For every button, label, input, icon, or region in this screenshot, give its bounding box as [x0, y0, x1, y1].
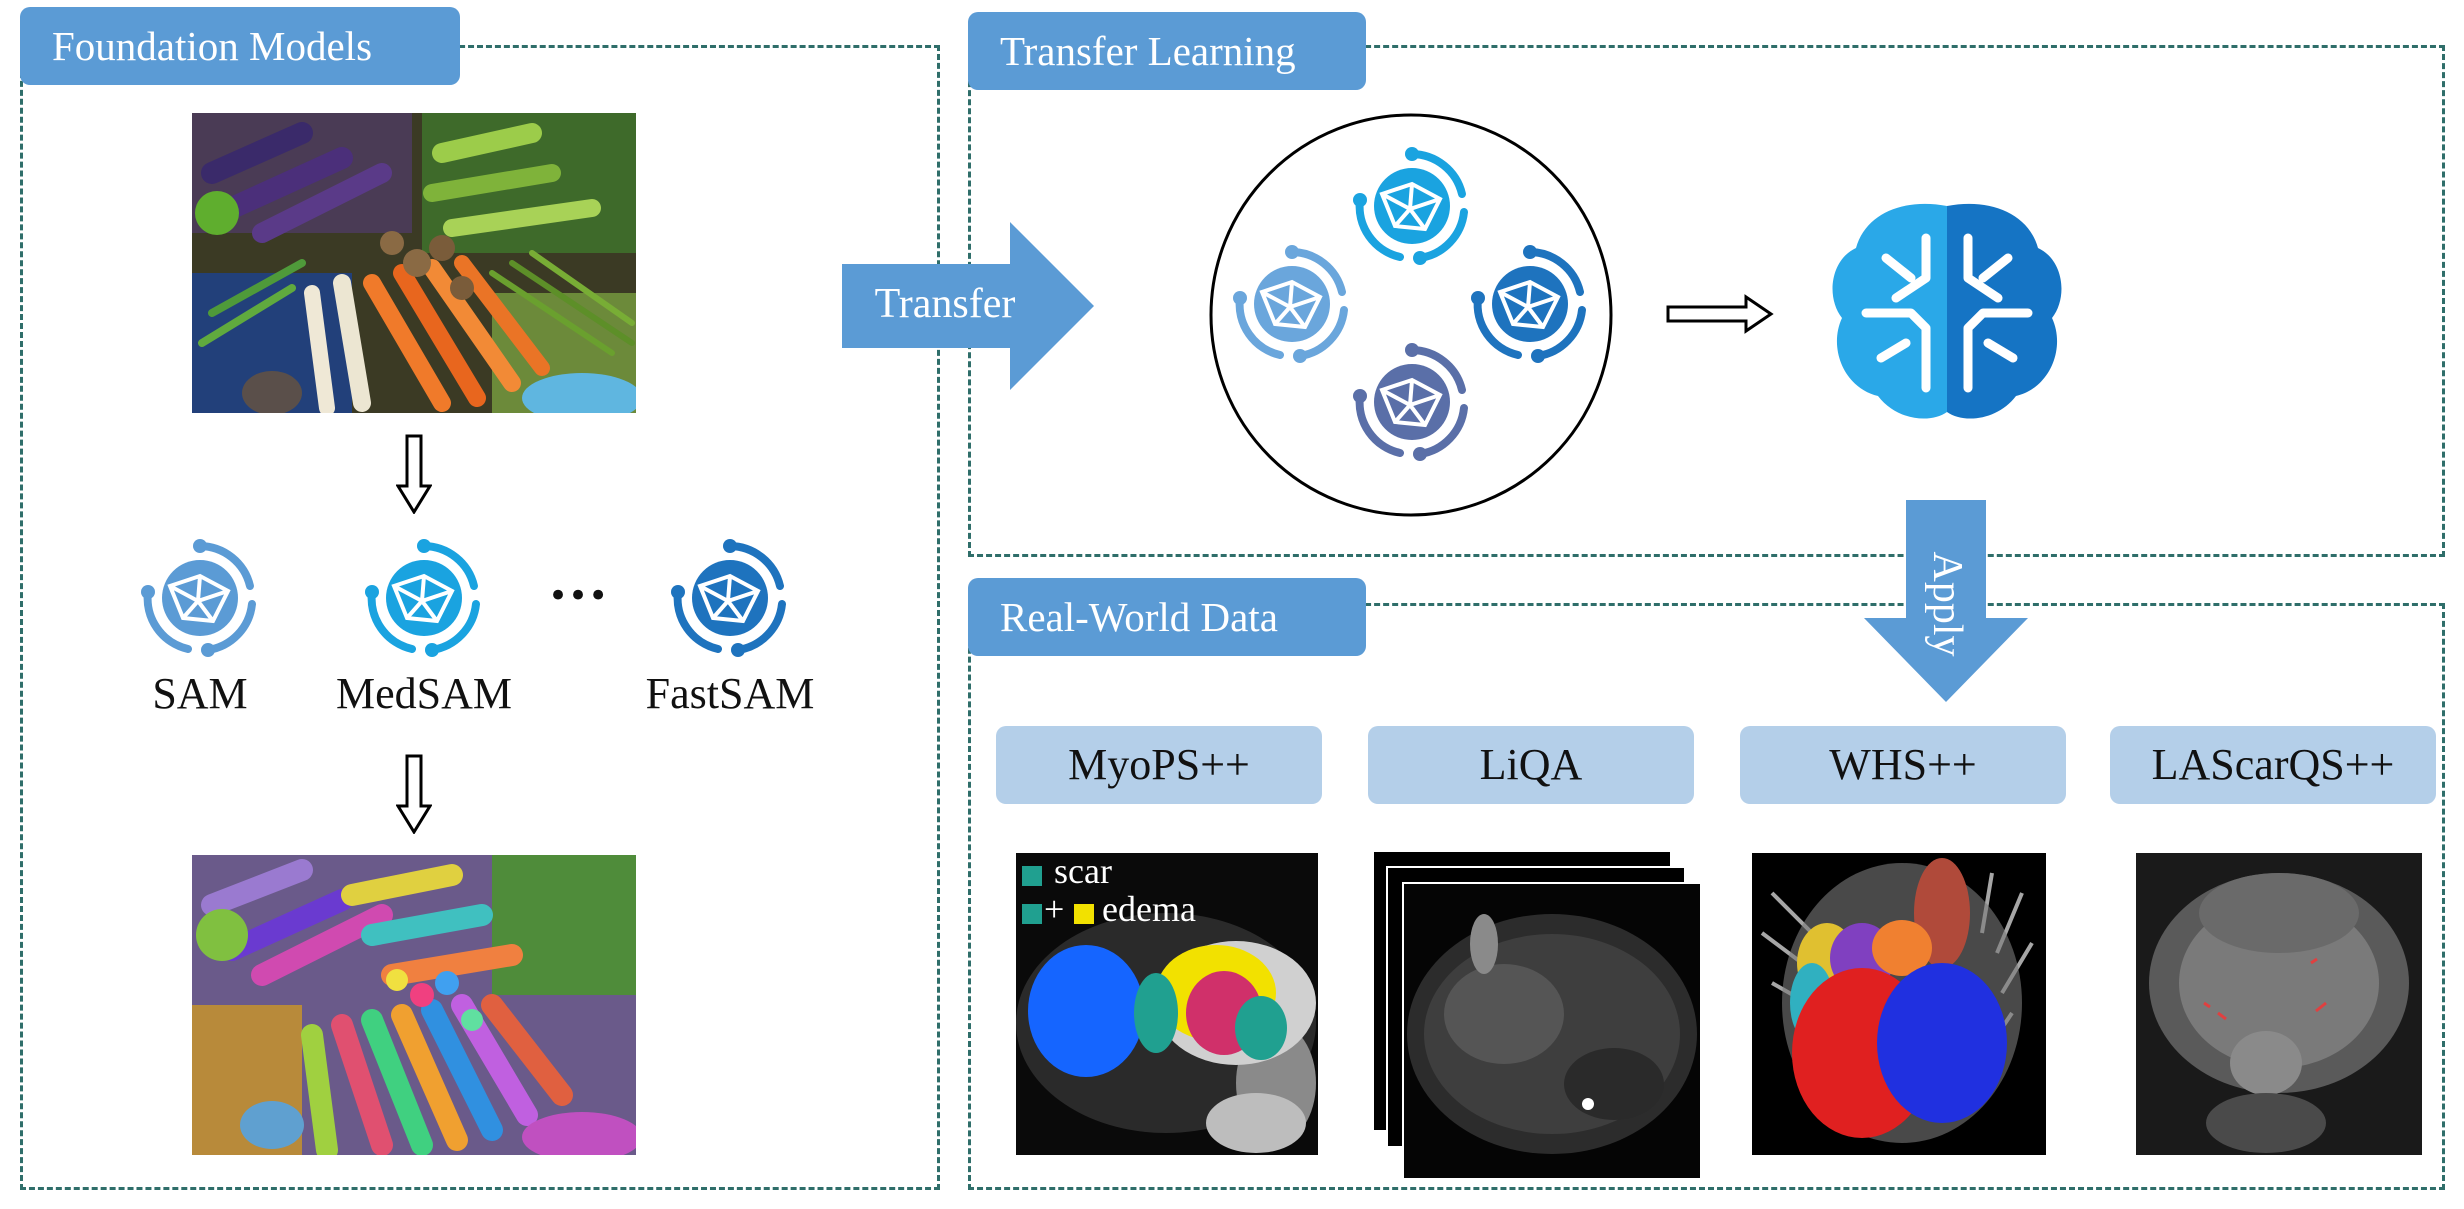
model-label-sam: SAM	[152, 669, 248, 718]
model-label-fastsam: FastSAM	[645, 669, 815, 718]
legend-edema-label: edema	[1102, 889, 1196, 929]
foundation-models-title: Foundation Models	[20, 7, 460, 85]
network-globe-icon	[1353, 147, 1468, 265]
dataset-label-liqa: LiQA	[1368, 726, 1694, 804]
network-globe-icon	[1353, 343, 1468, 461]
apply-arrow	[1864, 500, 2028, 702]
right-arrow-icon	[1666, 294, 1774, 334]
medsam-network-globe-icon	[365, 539, 480, 657]
down-arrow-icon	[396, 434, 432, 514]
segmented-vegetable-photo	[192, 855, 636, 1155]
legend-scar-label: scar	[1054, 851, 1112, 891]
legend-edema-swatch-1	[1022, 904, 1042, 924]
dataset-label-myops: MyoPS++	[996, 726, 1322, 804]
legend-scar-swatch	[1022, 866, 1042, 886]
liqa-scan-image-front	[1402, 882, 1702, 1180]
dataset-label-whs: WHS++	[1740, 726, 2066, 804]
foundation-models-panel	[20, 45, 940, 1190]
network-globe-icon	[1471, 245, 1586, 363]
apply-arrow-label: Apply	[1924, 551, 1970, 657]
lascarqs-scan-image	[2136, 853, 2422, 1155]
dataset-label-lascarqs: LAScarQS++	[2110, 726, 2436, 804]
ellipsis: •••	[548, 576, 609, 616]
legend-plus: +	[1044, 889, 1065, 929]
transfer-arrow-label: Transfer	[874, 281, 1016, 327]
myops-scan-image	[1016, 853, 1318, 1155]
network-globe-icon	[1233, 245, 1348, 363]
transfer-learning-title: Transfer Learning	[968, 12, 1366, 90]
model-label-medsam: MedSAM	[335, 669, 513, 718]
vegetable-photo	[192, 113, 636, 413]
down-arrow-icon	[396, 754, 432, 834]
model-ensemble-circle	[1209, 113, 1613, 517]
whs-heart-render-image	[1752, 853, 2046, 1155]
brain-icon	[1832, 203, 2062, 419]
fastsam-network-globe-icon	[671, 539, 786, 657]
transfer-arrow	[842, 222, 1094, 390]
real-world-data-title: Real-World Data	[968, 578, 1366, 656]
sam-network-globe-icon	[141, 539, 256, 657]
legend-edema-swatch-2	[1074, 904, 1094, 924]
real-world-data-panel	[968, 603, 2445, 1190]
